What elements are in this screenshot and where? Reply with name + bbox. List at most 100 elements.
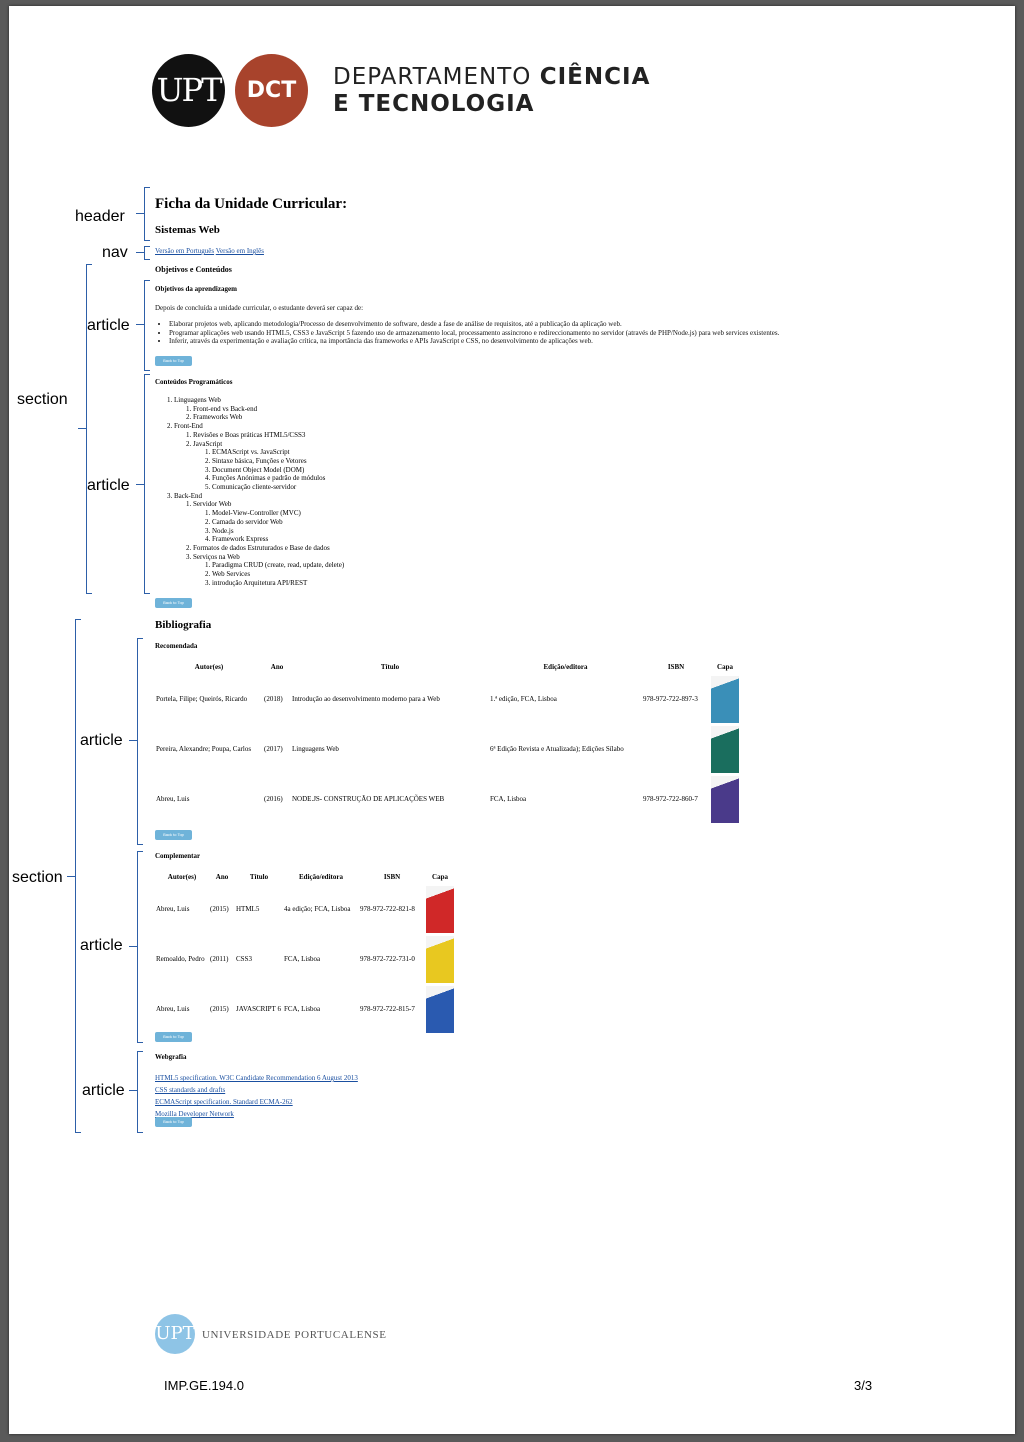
cell-isbn: 978-972-722-821-8 — [360, 905, 415, 913]
back-to-top-button[interactable]: Back to Top — [155, 830, 192, 840]
bibliography-title: Bibliografia — [155, 619, 212, 631]
list-item-label: Serviços na Web — [193, 552, 240, 561]
contents-list: Linguagens Web Front-end vs Back-end Fra… — [155, 396, 344, 587]
cell-cover — [710, 774, 740, 824]
cell-year: (2017) — [264, 745, 283, 753]
list-item-label: Back-End — [174, 491, 202, 500]
list-item: Comunicação cliente-servidor — [212, 483, 344, 492]
cell-edition: 4a edição; FCA, Lisboa — [284, 905, 351, 913]
list-item: Camada do servidor Web — [212, 518, 344, 527]
list-item: Funções Anónimas e padrão de módulos — [212, 474, 344, 483]
list-item: Inferir, através da experimentação e ava… — [169, 337, 889, 346]
cell-edition: 6ª Edição Revista e Atualizada); Edições… — [490, 745, 624, 753]
cell-cover — [710, 674, 740, 724]
list-item: Document Object Model (DOM) — [212, 466, 344, 475]
list-item: Front-end vs Back-end — [193, 405, 344, 414]
nav-link-portuguese[interactable]: Versão em Português — [155, 247, 215, 255]
table-row: Remoaldo, Pedro (2011) CSS3 FCA, Lisboa … — [155, 934, 455, 984]
cell-year: (2018) — [264, 695, 283, 703]
col-header-year: Ano — [215, 873, 229, 881]
learning-intro: Depois de concluída a unidade curricular… — [155, 304, 364, 312]
col-header-cover: Capa — [432, 873, 448, 881]
link-css-standards[interactable]: CSS standards and drafts — [155, 1086, 226, 1094]
col-header-author: Autor(es) — [194, 663, 224, 671]
col-header-edition: Edição/editora — [299, 873, 343, 881]
language-nav: Versão em Português Versão em Inglês — [155, 247, 264, 255]
list-item: Node.js — [212, 527, 344, 536]
list-item: Framework Express — [212, 535, 344, 544]
cell-author: Portela, Filipe; Queirós, Ricardo — [156, 695, 248, 703]
brace-article — [144, 280, 150, 371]
back-to-top-button[interactable]: Back to Top — [155, 598, 192, 608]
list-item: Model-View-Controller (MVC) — [212, 509, 344, 518]
department-name: DEPARTAMENTO CIÊNCIA E TECNOLOGIA — [333, 64, 650, 118]
nav-link-english[interactable]: Versão em Inglês — [215, 247, 264, 255]
brace-tick — [136, 252, 144, 253]
annotation-article: article — [87, 317, 130, 334]
link-mdn[interactable]: Mozilla Developer Network — [155, 1110, 234, 1118]
dct-logo: DCT — [235, 54, 308, 127]
back-to-top-button[interactable]: Back to Top — [155, 356, 192, 366]
university-name: UNIVERSIDADE PORTUCALENSE — [202, 1329, 387, 1341]
brace-article — [137, 638, 143, 845]
cell-year: (2015) — [210, 905, 229, 913]
list-item: Elaborar projetos web, aplicando metodol… — [169, 320, 889, 329]
brace-article — [144, 374, 150, 594]
cell-isbn: 978-972-722-860-7 — [643, 795, 698, 803]
cell-year: (2011) — [210, 955, 229, 963]
back-to-top-button[interactable]: Back to Top — [155, 1032, 192, 1042]
document-page: UPT DCT DEPARTAMENTO CIÊNCIA E TECNOLOGI… — [9, 6, 1015, 1434]
objectives-list: Elaborar projetos web, aplicando metodol… — [155, 320, 889, 346]
cell-title: JAVASCRIPT 6 — [236, 1005, 281, 1013]
brace-tick — [136, 324, 144, 325]
cell-isbn: 978-972-722-815-7 — [360, 1005, 415, 1013]
cell-author: Pereira, Alexandre; Poupa, Carlos — [156, 745, 252, 753]
table-row: Pereira, Alexandre; Poupa, Carlos (2017)… — [155, 724, 740, 774]
list-item: Back-End Servidor Web Model-View-Control… — [174, 492, 344, 588]
brace-tick — [67, 876, 75, 877]
book-cover-image — [426, 885, 454, 933]
cell-cover — [425, 934, 455, 984]
document-code: IMP.GE.194.0 — [164, 1378, 244, 1393]
cell-author: Abreu, Luis — [156, 905, 190, 913]
list-item-label: JavaScript — [193, 439, 223, 448]
cell-title: HTML5 — [236, 905, 260, 913]
recommended-table: Autor(es) Ano Título Edição/editora ISBN… — [155, 660, 740, 824]
cell-edition: 1.ª edição, FCA, Lisboa — [490, 695, 557, 703]
webography-title: Webgrafia — [155, 1053, 187, 1061]
table-row: Abreu, Luis (2015) HTML5 4a edição; FCA,… — [155, 884, 455, 934]
annotation-article: article — [82, 1082, 125, 1099]
brace-tick — [129, 946, 137, 947]
col-header-year: Ano — [270, 663, 284, 671]
list-item: JavaScript ECMAScript vs. JavaScript Sin… — [193, 440, 344, 492]
brace-article — [137, 851, 143, 1043]
back-to-top-button[interactable]: Back to Top — [155, 1117, 192, 1127]
brace-tick — [78, 428, 86, 429]
link-html5-spec[interactable]: HTML5 specification. W3C Candidate Recom… — [155, 1074, 358, 1082]
annotation-section: section — [12, 869, 63, 886]
cell-title: Introdução ao desenvolvimento moderno pa… — [292, 695, 440, 703]
brace-header — [144, 187, 150, 241]
cell-title: Linguagens Web — [292, 745, 339, 753]
col-header-title: Título — [380, 663, 400, 671]
col-header-cover: Capa — [717, 663, 733, 671]
brace-tick — [136, 213, 144, 214]
page-number: 3/3 — [854, 1378, 873, 1393]
list-item: Serviços na Web Paradigma CRUD (create, … — [193, 553, 344, 588]
page-title: Ficha da Unidade Curricular: — [155, 196, 348, 212]
list-item: ECMAScript vs. JavaScript — [212, 448, 344, 457]
annotation-nav: nav — [102, 244, 128, 261]
brace-tick — [136, 484, 144, 485]
cell-cover — [425, 884, 455, 934]
col-header-isbn: ISBN — [667, 663, 685, 671]
recommended-title: Recomendada — [155, 642, 198, 650]
list-item: Programar aplicações web usando HTML5, C… — [169, 329, 889, 338]
table-row: Abreu, Luis (2016) NODE.JS- CONSTRUÇÃO D… — [155, 774, 740, 824]
link-ecmascript-spec[interactable]: ECMAScript specification. Standard ECMA-… — [155, 1098, 293, 1106]
list-item: Linguagens Web Front-end vs Back-end Fra… — [174, 396, 344, 422]
cell-author: Abreu, Luis — [156, 795, 190, 803]
table-row: Portela, Filipe; Queirós, Ricardo (2018)… — [155, 674, 740, 724]
cell-title: NODE.JS- CONSTRUÇÃO DE APLICAÇÕES WEB — [292, 795, 445, 803]
table-row: Abreu, Luis (2015) JAVASCRIPT 6 FCA, Lis… — [155, 984, 455, 1034]
cell-edition: FCA, Lisboa — [284, 955, 321, 963]
